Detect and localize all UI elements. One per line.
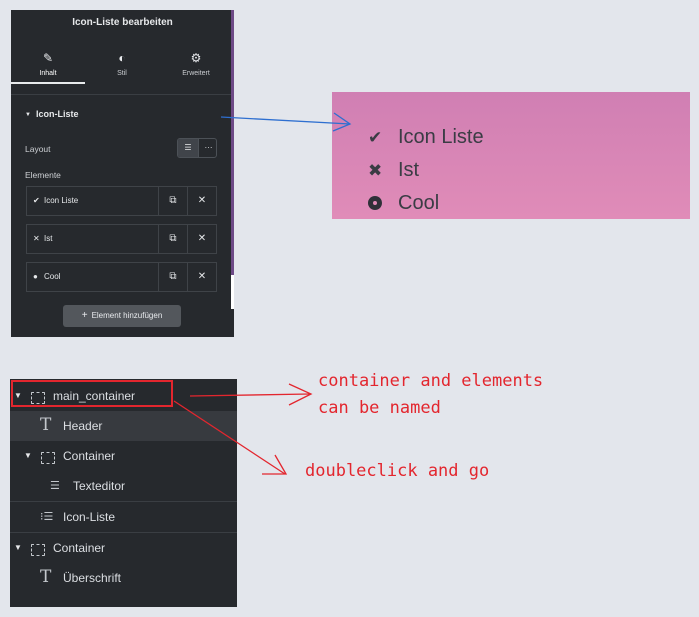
repeater-item[interactable]: ● Cool ⧉ ✕	[26, 262, 217, 292]
gear-icon: ⚙	[190, 51, 202, 65]
heading-icon: T	[40, 415, 52, 435]
checkmark-icon: ✔	[33, 196, 40, 205]
section-title: Icon-Liste	[35, 109, 79, 119]
caret-down-icon[interactable]: ▼	[24, 451, 32, 460]
divider	[11, 94, 234, 95]
more-horizontal-icon[interactable]: ···	[198, 139, 216, 157]
nav-item-label: Überschrift	[63, 571, 122, 585]
contrast-icon: ◐	[118, 51, 126, 65]
tab-label: Stil	[117, 70, 127, 77]
section-header-icon-liste[interactable]: ▼ Icon-Liste	[25, 109, 78, 119]
note-line: can be named	[318, 398, 441, 418]
layout-toggle: ☰ ···	[177, 138, 217, 158]
arrow-to-preview	[220, 112, 352, 132]
list-layout-icon[interactable]: ☰	[178, 139, 198, 157]
nav-item-header[interactable]: T Header	[10, 411, 237, 441]
highlight-box	[11, 380, 173, 407]
nav-item-ueberschrift[interactable]: T Überschrift	[10, 563, 237, 593]
panel-title: Icon-Liste bearbeiten	[72, 17, 173, 28]
preview-item: ✖ Ist	[368, 159, 419, 182]
icon-list-icon: ⁝☰	[40, 511, 54, 523]
duplicate-icon[interactable]: ⧉	[158, 263, 187, 291]
plus-icon: +	[81, 310, 88, 321]
divider	[10, 532, 237, 533]
note-doubleclick: doubleclick and go	[305, 461, 490, 481]
editor-panel: Icon-Liste bearbeiten ✎ Inhalt ◐ Stil ⚙ …	[11, 10, 234, 337]
tab-inhalt[interactable]: ✎ Inhalt	[11, 50, 85, 84]
pencil-icon: ✎	[42, 51, 54, 65]
note-named: container and elements can be named	[318, 368, 543, 422]
dot-circle-icon	[368, 196, 382, 210]
icon-list-preview: ✔ Icon Liste ✖ Ist Cool	[332, 92, 690, 219]
elements-label: Elemente	[25, 170, 61, 180]
layout-label: Layout	[25, 144, 51, 154]
tab-label: Inhalt	[39, 70, 57, 77]
panel-tabs: ✎ Inhalt ◐ Stil ⚙ Erweitert	[11, 50, 234, 94]
repeater-item-title[interactable]: ✕ Ist	[33, 225, 52, 253]
preview-item-label: Cool	[398, 192, 440, 214]
heading-icon: T	[40, 567, 52, 587]
nav-item-container[interactable]: ▼ Container	[10, 441, 237, 471]
caret-down-icon[interactable]: ▼	[14, 543, 22, 552]
nav-item-container-2[interactable]: ▼ Container	[10, 533, 237, 563]
container-icon	[41, 452, 55, 464]
nav-item-label: Container	[53, 541, 106, 555]
repeater-item[interactable]: ✔ Icon Liste ⧉ ✕	[26, 186, 217, 216]
add-element-button[interactable]: +Element hinzufügen	[63, 305, 181, 327]
add-element-label: Element hinzufügen	[91, 311, 163, 320]
repeater-item-label: Ist	[44, 234, 53, 243]
nav-item-main-container[interactable]: ▼ main_container	[10, 381, 237, 411]
x-icon: ✕	[33, 234, 40, 243]
nav-item-label: Container	[63, 449, 116, 463]
caret-down-icon: ▼	[25, 112, 31, 118]
repeater-item-label: Icon Liste	[44, 196, 79, 205]
duplicate-icon[interactable]: ⧉	[158, 225, 187, 253]
repeater-item[interactable]: ✕ Ist ⧉ ✕	[26, 224, 217, 254]
close-icon[interactable]: ✕	[187, 187, 216, 215]
tab-erweitert[interactable]: ⚙ Erweitert	[159, 50, 233, 94]
nav-item-label: Icon-Liste	[63, 510, 116, 524]
close-icon[interactable]: ✕	[187, 225, 216, 253]
preview-item-label: Icon Liste	[398, 126, 484, 148]
nav-item-texteditor[interactable]: ☰ Texteditor	[10, 471, 237, 501]
dot-circle-icon: ●	[33, 272, 38, 281]
canvas-edge	[231, 10, 234, 275]
tab-stil[interactable]: ◐ Stil	[85, 50, 159, 94]
text-editor-icon: ☰	[50, 480, 60, 492]
container-icon	[31, 392, 45, 404]
repeater-item-title[interactable]: ● Cool	[33, 263, 60, 291]
x-icon: ✖	[368, 161, 383, 180]
nav-item-icon-liste[interactable]: ⁝☰ Icon-Liste	[10, 502, 237, 532]
repeater-item-title[interactable]: ✔ Icon Liste	[33, 187, 78, 215]
preview-item: Cool	[368, 192, 439, 215]
checkmark-icon: ✔	[368, 128, 383, 147]
tab-label: Erweitert	[182, 70, 210, 77]
caret-down-icon[interactable]: ▼	[14, 391, 22, 400]
nav-item-label: Header	[63, 419, 103, 433]
preview-item-label: Ist	[398, 159, 420, 181]
nav-item-label: Texteditor	[73, 479, 126, 493]
note-line: container and elements	[318, 371, 544, 391]
canvas-edge	[231, 275, 234, 309]
container-icon	[31, 544, 45, 556]
nav-item-label: main_container	[53, 389, 136, 403]
repeater-item-label: Cool	[44, 272, 61, 281]
preview-item: ✔ Icon Liste	[368, 126, 484, 149]
divider	[10, 501, 237, 502]
duplicate-icon[interactable]: ⧉	[158, 187, 187, 215]
close-icon[interactable]: ✕	[187, 263, 216, 291]
navigator-panel: ▼ main_container T Header ▼ Container ☰ …	[10, 379, 237, 607]
